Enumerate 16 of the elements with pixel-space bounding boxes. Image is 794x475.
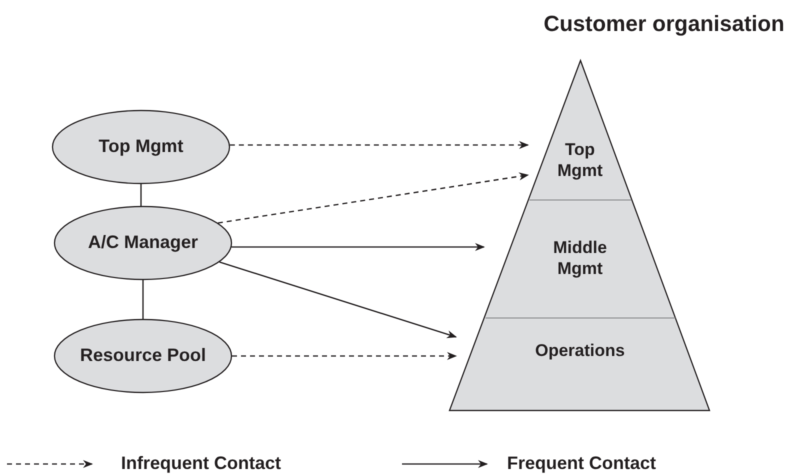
legend-label: Infrequent Contact bbox=[121, 453, 281, 474]
connector bbox=[219, 261, 457, 338]
connector bbox=[230, 141, 529, 149]
tier-label: Middle Mgmt bbox=[552, 237, 608, 279]
connector bbox=[142, 280, 144, 319]
connector bbox=[231, 243, 485, 251]
connector bbox=[140, 184, 142, 206]
legend-label: Frequent Contact bbox=[507, 453, 656, 474]
connector bbox=[218, 172, 529, 224]
tier-label: Top Mgmt bbox=[556, 139, 604, 181]
pyramid-title: Customer organisation bbox=[542, 11, 786, 37]
connector bbox=[232, 352, 457, 360]
tier-label: Operations bbox=[534, 340, 626, 361]
node-label: A/C Manager bbox=[86, 232, 200, 253]
node-label: Top Mgmt bbox=[98, 136, 184, 157]
node-label: Resource Pool bbox=[78, 345, 208, 366]
